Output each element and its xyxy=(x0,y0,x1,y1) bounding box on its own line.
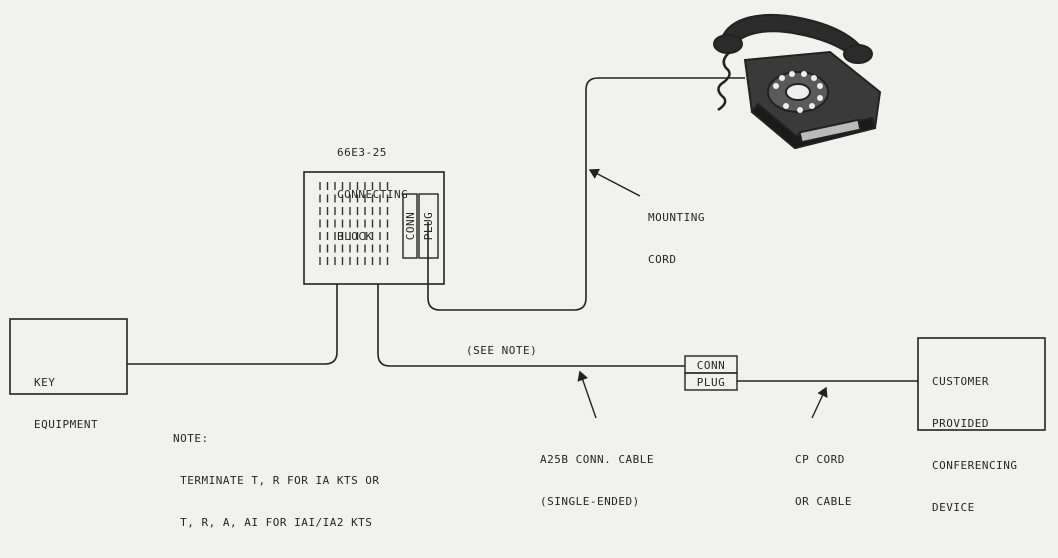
cp-cord-label: CP CORD OR CABLE xyxy=(795,453,852,508)
note-text: NOTE: TERMINATE T, R FOR IA KTS OR T, R,… xyxy=(173,432,380,529)
telephone-icon xyxy=(713,14,882,150)
mounting-cord-label: MOUNTING CORD xyxy=(648,211,705,266)
cp-cord-arrow xyxy=(811,386,828,419)
a25b-cable-label: A25B CONN. CABLE (SINGLE-ENDED) xyxy=(540,453,654,508)
connector-plug-label: PLUG xyxy=(697,376,726,389)
diagram-drawing: CONN PLUG CONN PLUG xyxy=(9,14,1046,431)
customer-device-label: CUSTOMER PROVIDED CONFERENCING DEVICE xyxy=(932,375,1018,514)
a25b-cable-arrow xyxy=(577,370,597,419)
key-equipment-label: KEY EQUIPMENT xyxy=(34,376,99,431)
block-plug-label: PLUG xyxy=(422,212,435,241)
mounting-cord-line xyxy=(427,77,745,311)
customer-device-box xyxy=(917,337,1046,431)
block-label: 66E3-25 CONNECTING BLOCK xyxy=(337,146,409,243)
key-equipment-line xyxy=(127,284,338,365)
block-conn-label: CONN xyxy=(404,212,417,241)
a25b-cable-line xyxy=(377,284,685,367)
connecting-block xyxy=(303,171,445,285)
block-pin-rows xyxy=(319,182,389,265)
see-note-label: (SEE NOTE) xyxy=(466,344,538,357)
connector-conn-label: CONN xyxy=(697,359,726,372)
block-conn-jack xyxy=(402,193,418,259)
block-plug xyxy=(418,193,439,259)
wiring-diagram: CONN PLUG CONN PLUG 66E3-25 CONNECTING B… xyxy=(9,14,1046,529)
mounting-cord-arrow xyxy=(588,168,641,197)
key-equipment-box xyxy=(9,318,128,395)
